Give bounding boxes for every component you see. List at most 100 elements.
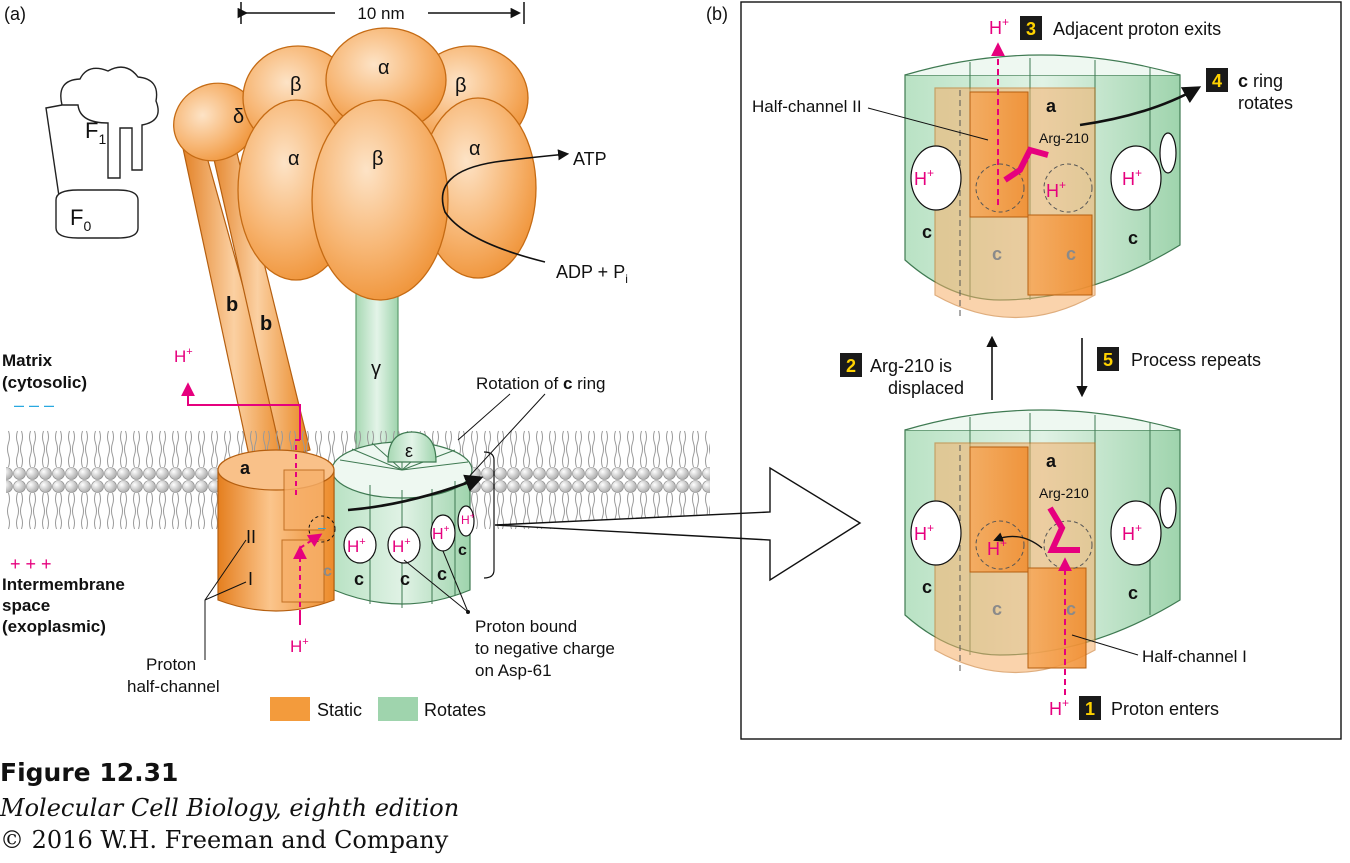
half-channel-I-label: Half-channel I xyxy=(1142,647,1247,666)
svg-text:c ring: c ring xyxy=(1238,71,1283,91)
top-proton-left: H xyxy=(914,169,927,189)
svg-text:H+: H+ xyxy=(461,511,475,527)
matrix-sub-label: (cytosolic) xyxy=(2,373,87,392)
book-title: Molecular Cell Biology, eighth edition xyxy=(0,794,459,822)
step-3: 3 Adjacent proton exits xyxy=(1020,16,1221,40)
bottom-proton-right: H xyxy=(1122,524,1135,544)
scale-bar: 10 nm xyxy=(237,2,525,24)
alpha-front-right-label: α xyxy=(469,138,481,160)
negative-charges: – – – xyxy=(14,395,54,415)
f1-f0-schematic: F1 F0 xyxy=(45,66,159,239)
svg-text:H+: H+ xyxy=(1122,521,1142,544)
bottom-c-2: c xyxy=(992,599,1002,619)
legend-rotates-label: Rotates xyxy=(424,700,486,720)
f0-complex: ε H+ H+ H+ H+ c c c c a – II I xyxy=(174,346,484,656)
ims-label-3: (exoplasmic) xyxy=(2,617,106,636)
bound-label-1: Proton bound xyxy=(475,617,577,636)
svg-text:H+: H+ xyxy=(174,346,193,366)
c-proton-2: H xyxy=(392,537,404,556)
bound-label-2: to negative charge xyxy=(475,639,615,658)
svg-text:H+: H+ xyxy=(914,166,934,189)
panel-b: (b) H+ H+ H+ Arg-210 a c c xyxy=(706,1,1342,740)
bound-label-3: on Asp-61 xyxy=(475,661,552,680)
svg-text:H+: H+ xyxy=(1049,696,1069,719)
step-4-text-2: ring xyxy=(1253,71,1283,91)
bottom-c-1: c xyxy=(922,577,932,597)
top-c-4: c xyxy=(1128,228,1138,248)
svg-text:ADP + Pi: ADP + Pi xyxy=(556,262,628,286)
a-minus-charge: – xyxy=(318,519,326,535)
channel-I-label: I xyxy=(248,569,253,589)
svg-text:H+: H+ xyxy=(347,536,366,556)
scale-label: 10 nm xyxy=(357,4,404,23)
panel-b-label: (b) xyxy=(706,4,728,24)
svg-text:H+: H+ xyxy=(1122,166,1142,189)
adp-label: ADP + P xyxy=(556,262,625,282)
step-5-number: 5 xyxy=(1103,350,1113,370)
legend-swatch-static xyxy=(270,697,310,721)
bottom-a-label: a xyxy=(1046,451,1057,471)
b-label-2: b xyxy=(260,313,272,335)
gamma-label: γ xyxy=(371,358,381,380)
membrane-labels: Matrix (cytosolic) – – – + + + Intermemb… xyxy=(2,351,125,636)
entry-proton: H xyxy=(290,637,302,656)
step-5: 5 Process repeats xyxy=(1097,347,1261,371)
top-c-2: c xyxy=(992,244,1002,264)
f1-subscript: 1 xyxy=(98,131,106,147)
panel-a-label: (a) xyxy=(4,4,26,24)
legend: Static Rotates xyxy=(270,697,486,721)
svg-text:H+: H+ xyxy=(1046,178,1066,201)
step-3-text: Adjacent proton exits xyxy=(1053,19,1221,39)
svg-text:H+: H+ xyxy=(392,536,411,556)
half-channel-II-label: Half-channel II xyxy=(752,97,862,116)
bottom-arg-label: Arg-210 xyxy=(1039,485,1089,501)
step-1-text: Proton enters xyxy=(1111,699,1219,719)
c-proton-1: H xyxy=(347,537,359,556)
c-label-1: c xyxy=(354,569,364,589)
ims-label-1: Intermembrane xyxy=(2,575,125,594)
beta-front-label: β xyxy=(372,148,384,170)
bottom-proton-center: H xyxy=(987,539,1000,559)
zoom-arrow xyxy=(494,466,862,582)
b-label-1: b xyxy=(226,294,238,316)
top-c-3: c xyxy=(1066,244,1076,264)
proton-half-label-2: half-channel xyxy=(127,677,220,696)
step-1-number: 1 xyxy=(1085,699,1095,719)
step-2-number: 2 xyxy=(846,356,856,376)
positive-charges: + + + xyxy=(10,554,52,574)
step-4-number: 4 xyxy=(1212,71,1222,91)
step-2-text-2: displaced xyxy=(888,378,964,398)
svg-text:H+: H+ xyxy=(987,536,1007,559)
matrix-label: Matrix xyxy=(2,351,53,370)
step-2: 2 Arg-210 is displaced xyxy=(840,353,964,398)
f1-label: F xyxy=(85,118,98,143)
c-proton-4: H xyxy=(461,513,470,527)
svg-text:H+: H+ xyxy=(432,524,450,543)
exit-proton: H xyxy=(174,347,186,366)
c-label-2: c xyxy=(400,569,410,589)
adp-subscript: i xyxy=(625,272,628,286)
beta-back-left-label: β xyxy=(290,74,302,96)
exit-proton-b: H xyxy=(989,18,1002,38)
c-label-3: c xyxy=(437,564,447,584)
copyright-line: © 2016 W.H. Freeman and Company xyxy=(0,826,449,854)
book-edition: eighth edition xyxy=(281,794,460,822)
bottom-c-4: c xyxy=(1128,583,1138,603)
top-proton-right: H xyxy=(1122,169,1135,189)
bottom-proton-left: H xyxy=(914,524,927,544)
book-name: Molecular Cell Biology, xyxy=(0,794,282,822)
beta-back-right-label: β xyxy=(455,75,467,97)
proton-half-label-1: Proton xyxy=(146,655,196,674)
atp-label: ATP xyxy=(573,149,607,169)
legend-swatch-rotates xyxy=(378,697,418,721)
top-c-1: c xyxy=(922,222,932,242)
top-arg-label: Arg-210 xyxy=(1039,130,1089,146)
atp-synthesis-arrow: ATP ADP + Pi xyxy=(441,149,628,286)
step-4-text: c xyxy=(1238,71,1248,91)
svg-text:F0: F0 xyxy=(70,205,91,234)
c-label-hidden: c xyxy=(323,563,332,580)
top-proton-center: H xyxy=(1046,181,1059,201)
channel-II-label: II xyxy=(246,527,256,547)
step-1: H+ 1 Proton enters xyxy=(1049,696,1219,720)
panel-a: (a) 10 nm F1 F0 b b δ xyxy=(2,2,710,721)
